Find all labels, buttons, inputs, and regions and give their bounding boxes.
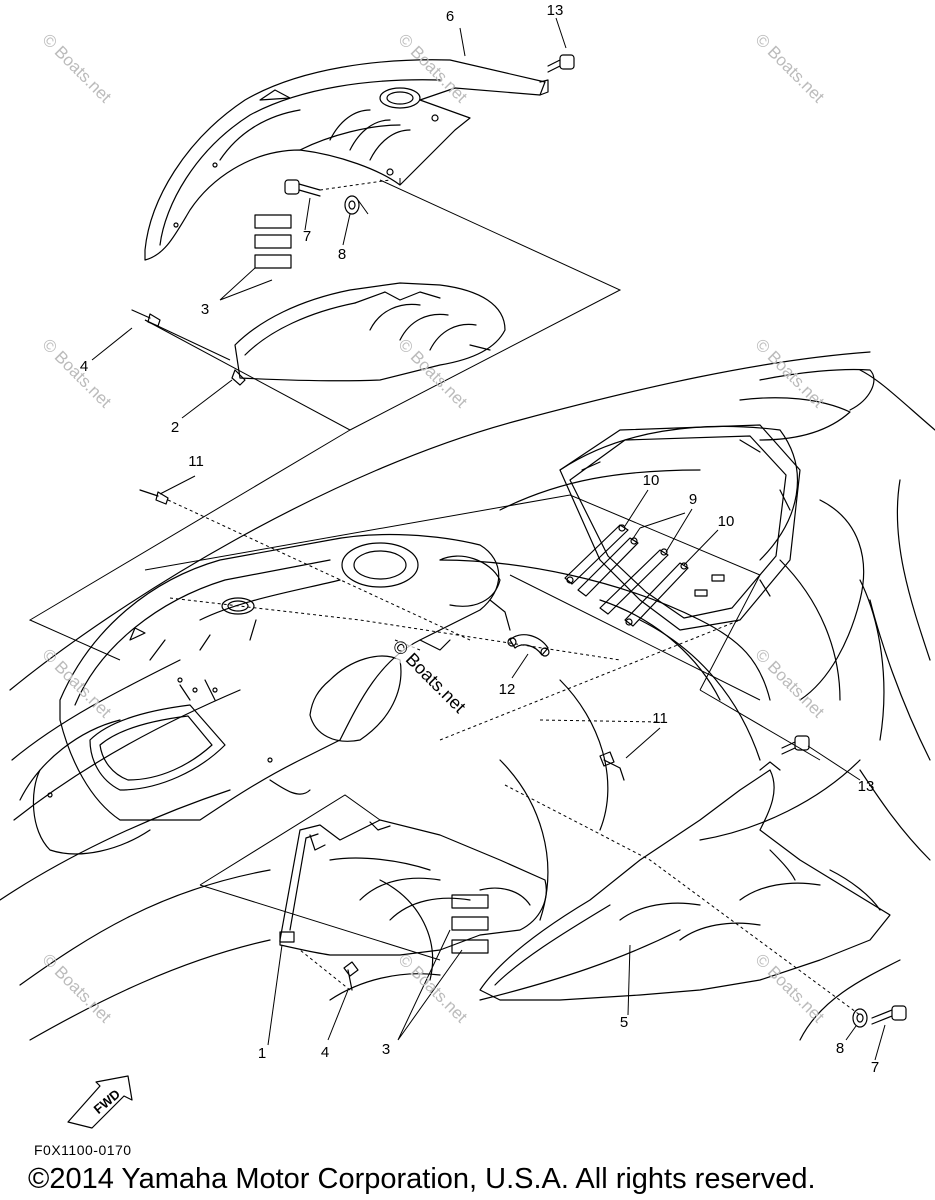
rivet-11-lower <box>599 751 625 781</box>
callout-4-lower[interactable]: 4 <box>320 1044 330 1061</box>
fwd-arrow <box>67 1075 133 1129</box>
callout-11-lower[interactable]: 11 <box>652 710 668 727</box>
callout-6[interactable]: 6 <box>445 8 455 25</box>
callout-7-lower[interactable]: 7 <box>870 1059 880 1076</box>
mat-pads-lower <box>451 894 489 954</box>
bolt-7-upper <box>284 179 321 197</box>
rivet-4-lower <box>343 961 359 991</box>
callout-10-upper[interactable]: 10 <box>642 472 660 489</box>
callout-3-lower[interactable]: 3 <box>381 1041 391 1058</box>
part-5-panel <box>479 761 891 1001</box>
bolt-7-lower <box>871 1005 907 1025</box>
callout-7-upper[interactable]: 7 <box>302 228 312 245</box>
hull-deck-outline <box>0 351 935 1041</box>
callout-9[interactable]: 9 <box>688 491 698 508</box>
part-6-cover <box>144 59 549 261</box>
mat-pads-upper <box>254 214 292 269</box>
bolt-13-upper <box>547 54 575 73</box>
part-2-panel <box>231 282 506 386</box>
callout-4-upper[interactable]: 4 <box>79 358 89 375</box>
engine-hatch-frame <box>559 424 801 631</box>
callout-13-lower[interactable]: 13 <box>857 778 875 795</box>
callout-8-upper[interactable]: 8 <box>337 246 347 263</box>
callout-11-upper[interactable]: 11 <box>188 453 204 470</box>
part-1-panel <box>279 819 547 956</box>
callout-1[interactable]: 1 <box>257 1045 267 1062</box>
callout-12[interactable]: 12 <box>498 681 516 698</box>
dashed-lines <box>167 179 861 1016</box>
callout-5[interactable]: 5 <box>619 1014 629 1031</box>
rivet-11-upper <box>139 489 169 505</box>
callout-8-lower[interactable]: 8 <box>835 1040 845 1057</box>
leader-lines <box>28 17 886 1061</box>
washer-8-lower <box>852 1008 868 1028</box>
callout-3-upper[interactable]: 3 <box>200 301 210 318</box>
callout-13-upper[interactable]: 13 <box>546 2 564 19</box>
callout-2[interactable]: 2 <box>170 419 180 436</box>
callout-10-lower[interactable]: 10 <box>717 513 735 530</box>
grab-handle-12 <box>507 634 550 657</box>
rivet-4-upper <box>131 309 161 327</box>
diagram-code: F0X1100-0170 <box>34 1142 132 1158</box>
rear-body-module <box>47 533 511 821</box>
washer-8-upper <box>344 195 360 215</box>
brackets-9-10 <box>564 524 689 627</box>
copyright-notice: ©2014 Yamaha Motor Corporation, U.S.A. A… <box>28 1163 816 1195</box>
